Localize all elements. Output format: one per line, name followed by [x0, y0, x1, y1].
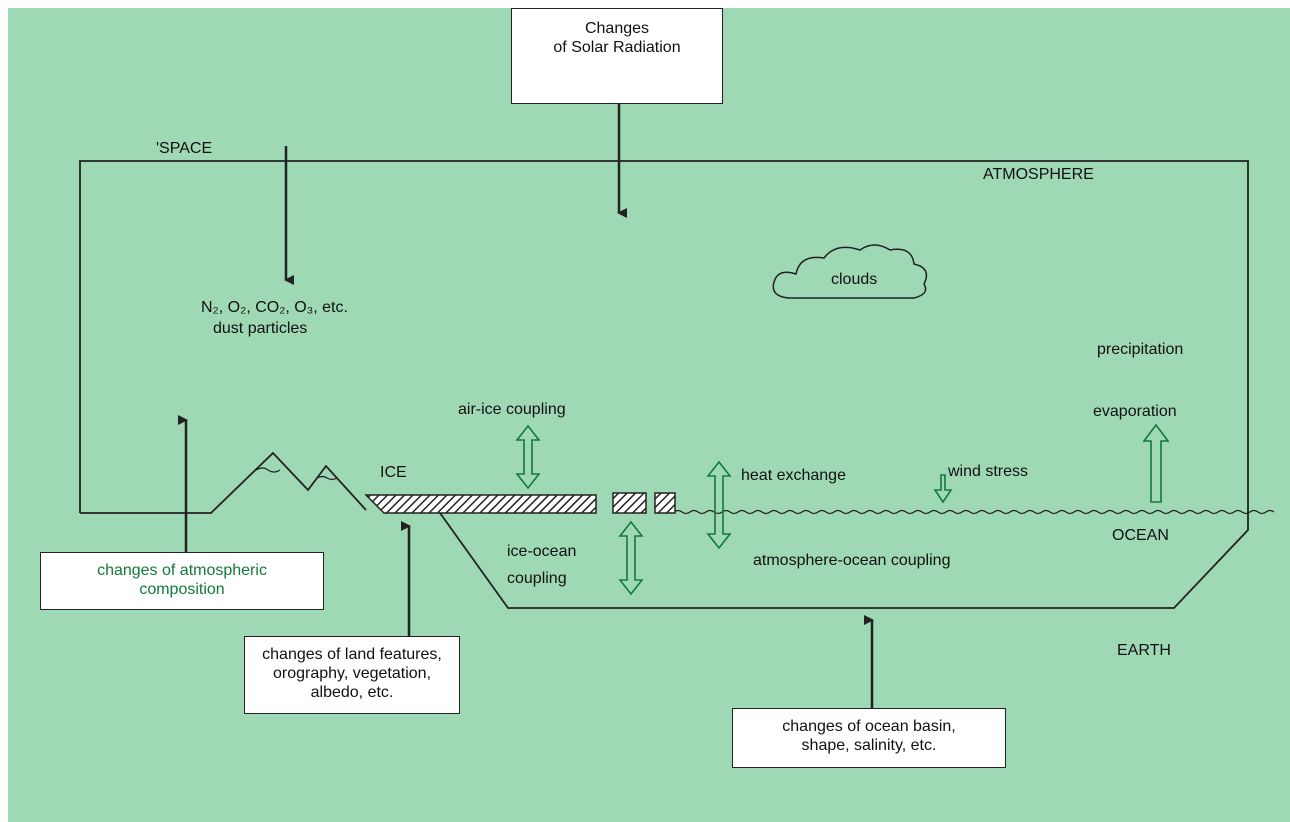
atmospheric-composition-line-2: composition	[139, 581, 225, 598]
land-features-line-3: albedo, etc.	[310, 684, 394, 701]
land-surface	[80, 451, 367, 514]
land-features-line-2: orography, vegetation,	[272, 665, 432, 682]
heat-exchange-arrow	[706, 460, 732, 550]
diagram-canvas: 'SPACE ATMOSPHERE clouds N₂, O₂, CO₂, O₃…	[8, 8, 1290, 822]
solar-radiation-box: Changes of Solar Radiation	[511, 8, 723, 104]
precipitation-label: precipitation	[1097, 341, 1183, 358]
land-features-box: changes of land features, orography, veg…	[244, 636, 460, 714]
ice-label: ICE	[380, 464, 407, 481]
air-ice-coupling-label: air-ice coupling	[458, 401, 566, 418]
clouds-label: clouds	[831, 271, 877, 288]
heat-exchange-label: heat exchange	[741, 467, 846, 484]
evaporation-arrow	[1142, 423, 1170, 503]
solar-radiation-line-2: of Solar Radiation	[553, 39, 681, 56]
cloud-icon	[772, 244, 928, 299]
atmospheric-composition-box: changes of atmospheric composition	[40, 552, 324, 610]
ice-ocean-label: ice-ocean	[507, 543, 576, 560]
solar-radiation-line-1: Changes	[584, 20, 650, 37]
atmospheric-composition-line-1: changes of atmospheric	[97, 562, 267, 579]
air-ice-coupling-arrow	[515, 424, 541, 490]
ice-floe-2	[654, 492, 676, 514]
wind-stress-arrow	[933, 474, 953, 504]
ice-ocean-coupling-arrow	[618, 520, 644, 596]
ice-sheet	[364, 494, 597, 514]
climate-system-diagram: 'SPACE ATMOSPHERE clouds N₂, O₂, CO₂, O₃…	[79, 103, 1275, 708]
coupling-label: coupling	[507, 570, 567, 587]
land-features-line-1: changes of land features,	[262, 646, 442, 663]
ocean-label: OCEAN	[1112, 527, 1169, 544]
ocean-surface	[673, 509, 1275, 515]
gases-label: N₂, O₂, CO₂, O₃, etc.	[201, 299, 348, 316]
ocean-basin-box: changes of ocean basin, shape, salinity,…	[732, 708, 1006, 768]
wind-stress-label: wind stress	[947, 463, 1028, 480]
snow-caps	[255, 467, 338, 481]
earth-label: EARTH	[1117, 642, 1171, 659]
atmosphere-ocean-coupling-label: atmosphere-ocean coupling	[753, 552, 950, 569]
ocean-basin-line-2: shape, salinity, etc.	[801, 737, 937, 754]
ice-floe-1	[612, 492, 647, 514]
space-label: 'SPACE	[156, 140, 212, 157]
atmosphere-label: ATMOSPHERE	[983, 166, 1094, 183]
ocean-basin-line-1: changes of ocean basin,	[782, 718, 956, 735]
evaporation-label: evaporation	[1093, 403, 1177, 420]
ocean-basin	[439, 506, 1249, 609]
atmosphere-boundary	[79, 160, 1249, 513]
dust-label: dust particles	[213, 320, 307, 337]
